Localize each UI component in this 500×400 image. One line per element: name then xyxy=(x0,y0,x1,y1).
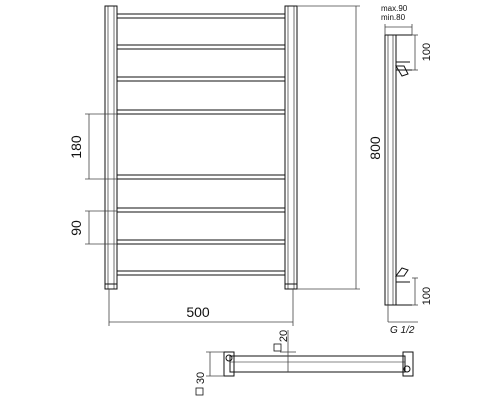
post-label: 30 xyxy=(195,372,207,384)
depth-max-label: max.90 xyxy=(381,4,408,13)
valve-offset-bottom-dimension xyxy=(412,277,418,306)
left-post xyxy=(104,5,118,290)
spacing-90-dimension xyxy=(85,210,117,245)
spacing-180-dimension xyxy=(85,113,117,180)
spacing-180-label: 180 xyxy=(68,135,84,159)
top-valve-icon xyxy=(395,65,409,77)
right-fixing-icon xyxy=(403,365,411,373)
post-square-icon xyxy=(195,387,204,396)
rails xyxy=(116,13,286,276)
front-view xyxy=(104,5,298,290)
width-dimension xyxy=(108,289,294,326)
rail xyxy=(116,270,286,276)
width-label: 500 xyxy=(186,304,210,320)
top-view xyxy=(223,351,414,377)
thread-label: G 1/2 xyxy=(390,325,415,336)
bottom-valve-icon xyxy=(395,267,409,277)
side-post-inner xyxy=(387,34,394,306)
spacing-90-label: 90 xyxy=(68,220,84,236)
top-view-body xyxy=(229,355,406,373)
height-label: 800 xyxy=(367,136,383,160)
rail xyxy=(116,174,286,180)
thread-pointer xyxy=(387,305,418,323)
rail xyxy=(116,207,286,213)
rail xyxy=(116,109,286,115)
right-post xyxy=(284,5,298,290)
side-view xyxy=(384,34,412,306)
right-post-inner xyxy=(287,5,295,290)
profile-square-icon xyxy=(273,343,282,352)
valve-offset-top-dimension xyxy=(412,34,418,71)
rail xyxy=(116,76,286,82)
left-mount xyxy=(223,351,235,377)
post-dimension xyxy=(206,351,224,377)
left-fixing-icon xyxy=(225,354,233,362)
rail xyxy=(116,44,286,50)
depth-dimension xyxy=(384,24,413,35)
rail xyxy=(116,239,286,245)
right-mount xyxy=(402,351,414,377)
profile-dimension xyxy=(280,330,296,372)
profile-label: 20 xyxy=(278,330,290,342)
side-post xyxy=(384,34,397,306)
depth-min-label: min.80 xyxy=(381,13,406,22)
rail xyxy=(116,13,286,19)
valve-offset-bottom-label: 100 xyxy=(421,287,433,305)
left-post-inner xyxy=(107,5,115,290)
height-dimension xyxy=(297,5,360,290)
valve-offset-top-label: 100 xyxy=(421,43,433,61)
